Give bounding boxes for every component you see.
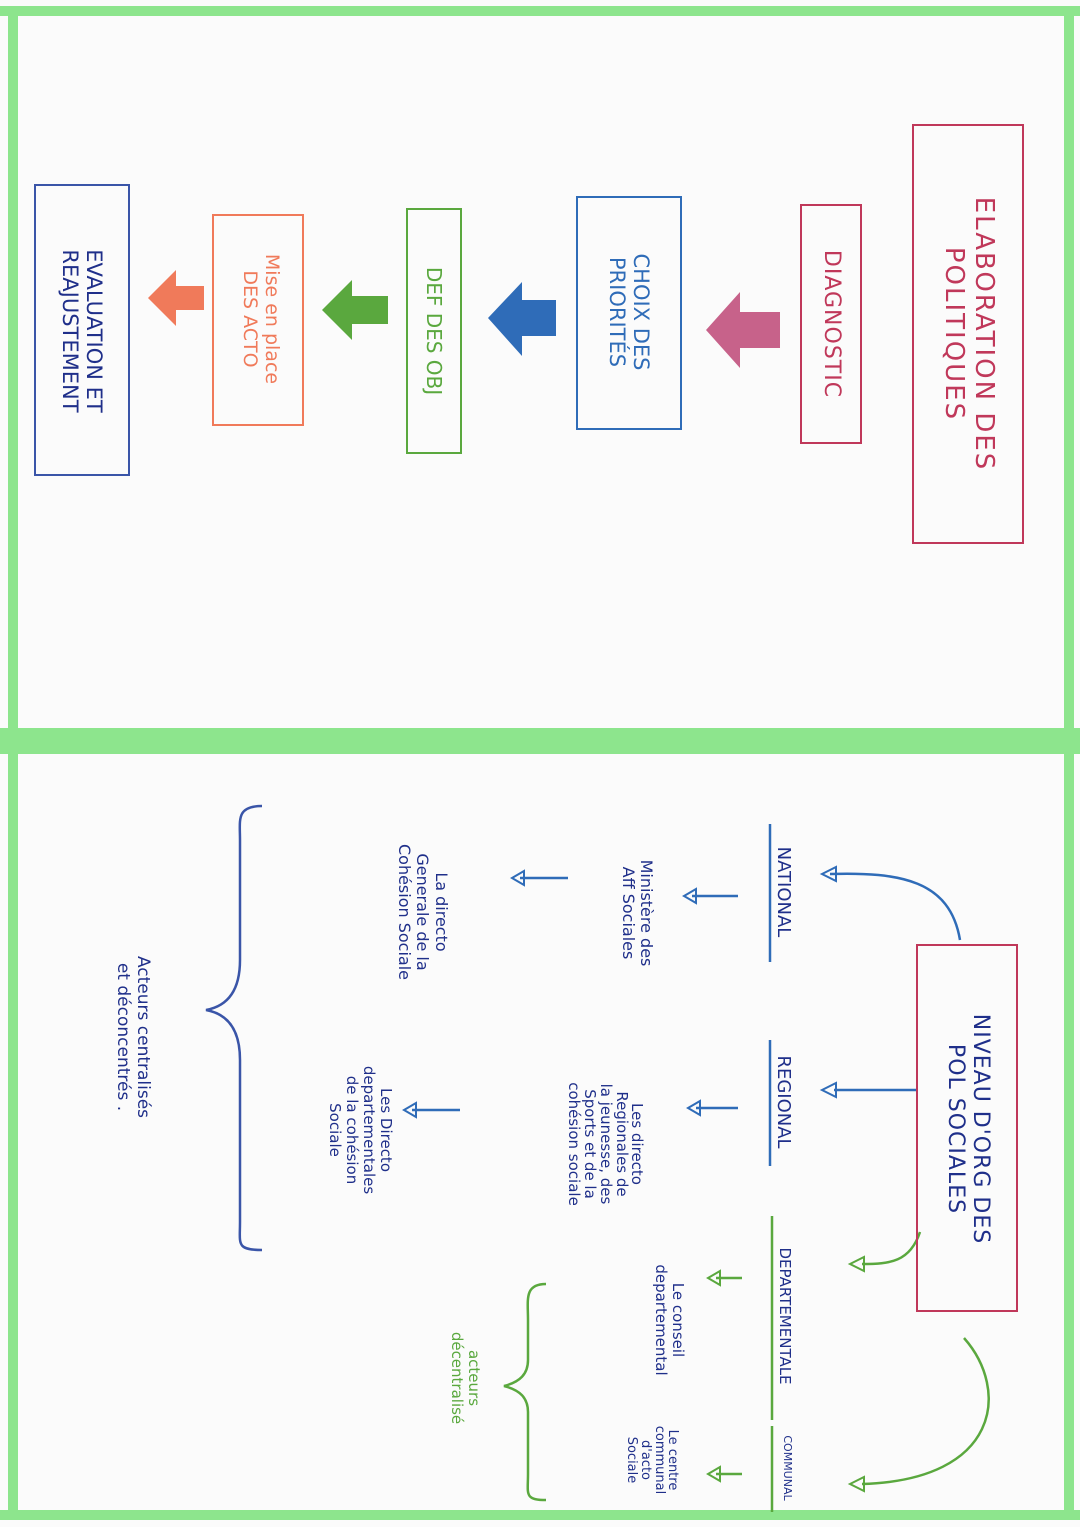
arrow-orange-icon [148,270,204,326]
frame-divider [0,728,1080,754]
level-regional: REGIONAL [773,1055,795,1149]
frame-bottom [0,1510,1080,1520]
step-mise-en-place-box [212,214,304,426]
title-line-1: ELABORATION DES [968,196,999,472]
item-ministere: Ministère des Aff Sociales [619,859,657,967]
step-mise-en-place: Mise en place DES ACTO [239,253,283,385]
frame-right [1064,6,1074,1520]
step-diagnostic: DIAGNOSTIC [818,249,844,399]
frame-left [8,6,18,1520]
frame-top [0,6,1080,16]
title-line-2: POLITIQUES [939,246,969,422]
step-diagnostic-box [800,204,862,444]
arrow-blue-icon [488,282,556,356]
step-objectifs-box [406,208,462,454]
step-objectifs: DEF DES OBJ [422,266,447,396]
title-frame-right [916,944,1018,1312]
level-departemental: DEPARTEMENTALE [775,1247,794,1385]
step-priorites-box [576,196,682,430]
arrow-green-icon [322,280,388,340]
title-frame-left [912,124,1024,544]
step-priorites: CHOIX DES PRIORITÉS [605,253,654,371]
step-evaluation-box [34,184,130,476]
item-ddcs: Les Directo departementales de la cohési… [325,1065,396,1195]
brace-label-centralises: Acteurs centralisés et déconcentrés . [113,955,153,1119]
level-national: NATIONAL [773,846,795,938]
page-title-left: ELABORATION DES POLITIQUES [918,124,1018,544]
brace-label-decentralise: acteurs décentralisé [448,1331,484,1425]
page-title-right: NIVEAU D'ORG DES POL SOCIALES [943,1013,994,1245]
level-communal: COMMUNAL [781,1435,795,1501]
arrow-pink-icon [706,292,780,368]
item-conseil-departemental: Le conseil departemental [652,1264,688,1376]
item-ccas: Le centre communal d'acto Sociale [624,1425,681,1495]
item-drjscs: Les directo Regionales de la jeunesse, d… [565,1082,647,1206]
step-evaluation: EVALUATION ET REAJUSTEMENT [58,249,107,413]
item-dgcs: La directo Generale de la Cohésion Socia… [394,843,451,981]
